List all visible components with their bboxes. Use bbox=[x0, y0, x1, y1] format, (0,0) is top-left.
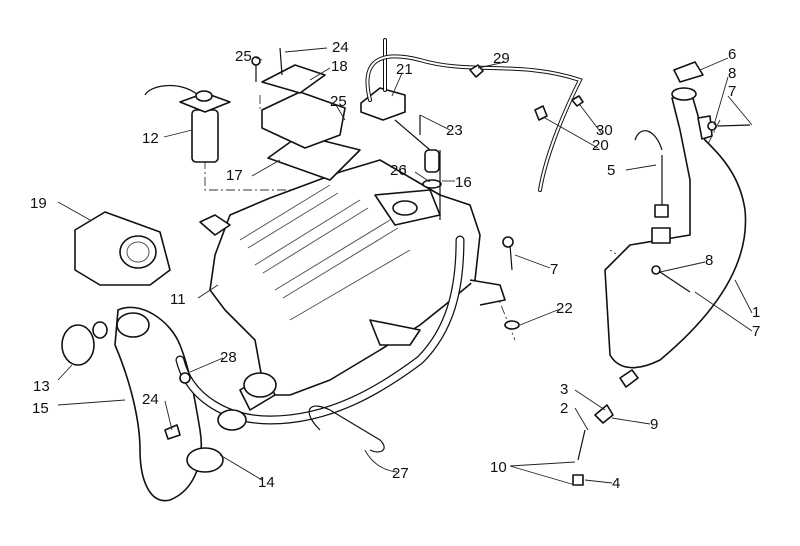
callout-12: 12 bbox=[142, 130, 159, 147]
callout-6: 6 bbox=[728, 46, 736, 63]
callout-23: 23 bbox=[446, 122, 463, 139]
callout-7b: 7 bbox=[550, 261, 558, 278]
callout-17: 17 bbox=[226, 167, 243, 184]
callout-11: 11 bbox=[170, 291, 186, 308]
hoses bbox=[175, 235, 465, 453]
callout-28: 28 bbox=[220, 349, 237, 366]
callout-20: 20 bbox=[592, 137, 609, 154]
callout-7c: 7 bbox=[752, 323, 760, 340]
callout-13: 13 bbox=[33, 378, 50, 395]
callout-8b: 8 bbox=[705, 252, 713, 269]
callout-18: 18 bbox=[331, 58, 348, 75]
callout-19: 19 bbox=[30, 195, 47, 212]
leader-lines bbox=[57, 47, 753, 486]
callout-5: 5 bbox=[607, 162, 615, 179]
bolts bbox=[502, 236, 520, 330]
callout-24: 24 bbox=[332, 39, 349, 56]
callout-21: 21 bbox=[396, 61, 413, 78]
callout-29: 29 bbox=[493, 50, 510, 67]
callout-30: 30 bbox=[596, 122, 613, 139]
reservoir bbox=[572, 61, 751, 486]
callout-7: 7 bbox=[728, 83, 736, 100]
cover-plate bbox=[251, 47, 361, 181]
callout-14: 14 bbox=[258, 474, 275, 491]
callout-26: 26 bbox=[390, 162, 407, 179]
callout-10: 10 bbox=[490, 459, 507, 476]
valve-module bbox=[360, 38, 584, 220]
callout-2: 2 bbox=[560, 400, 568, 417]
callout-1: 1 bbox=[752, 304, 760, 321]
callout-22: 22 bbox=[556, 300, 573, 317]
callout-24b: 24 bbox=[142, 391, 159, 408]
callout-25: 25 bbox=[235, 48, 252, 65]
callout-9: 9 bbox=[650, 416, 658, 433]
callout-labels: 25 24 18 21 29 6 8 7 12 25 23 30 20 5 17… bbox=[30, 39, 760, 492]
callout-25b: 25 bbox=[330, 93, 347, 110]
callout-27: 27 bbox=[392, 465, 409, 482]
callout-8: 8 bbox=[728, 65, 736, 82]
fuel-tank bbox=[199, 159, 506, 411]
callout-4: 4 bbox=[612, 475, 620, 492]
callout-16: 16 bbox=[455, 174, 472, 191]
fuel-pump bbox=[144, 84, 231, 163]
callout-15: 15 bbox=[32, 400, 49, 417]
heat-shield bbox=[74, 211, 171, 286]
callout-3: 3 bbox=[560, 381, 568, 398]
